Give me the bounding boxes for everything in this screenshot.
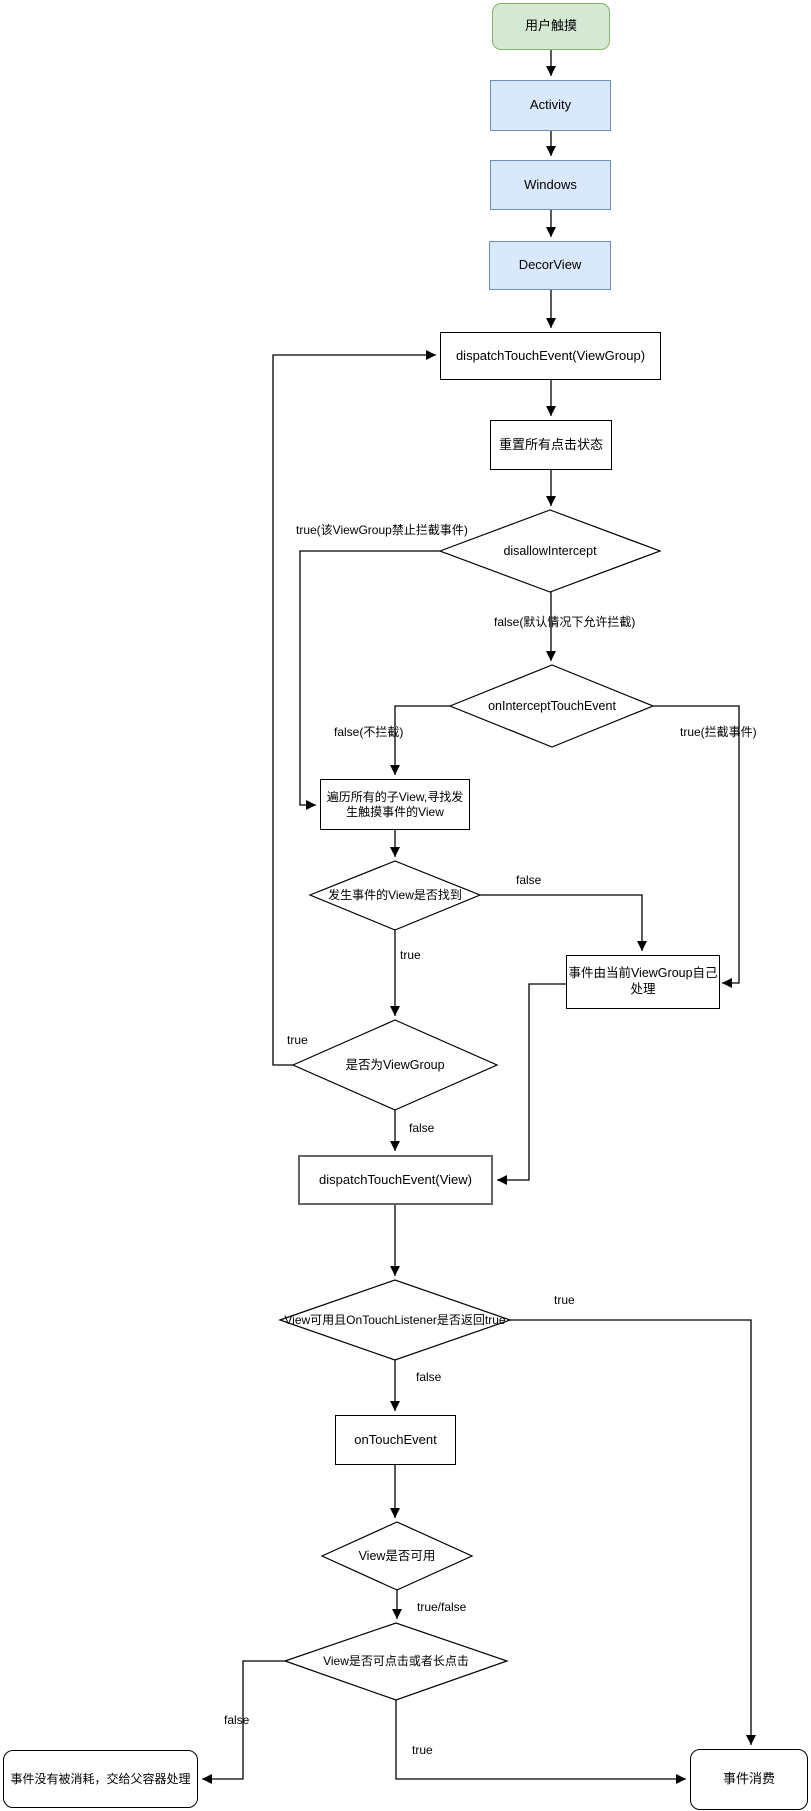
node-event-consumed: 事件消费 — [690, 1749, 808, 1810]
edge-label-intercept-false: false(不拦截) — [334, 725, 404, 739]
label-view-found: 发生事件的View是否找到 — [328, 888, 462, 902]
edge-viewfound-false-selfhandle — [480, 894, 647, 951]
node-dispatch-touch-event-view: dispatchTouchEvent(View) — [298, 1155, 493, 1205]
shape-is-viewgroup — [291, 1019, 499, 1111]
shape-disallow-intercept — [438, 509, 662, 593]
edge-onintercept-true-selfhandle — [653, 705, 740, 988]
edge-label-clickable-true: true — [412, 1743, 433, 1757]
edge-label-disallow-false: false(默认情况下允许拦截) — [494, 615, 636, 629]
edge-listener-true-consumed — [510, 1319, 756, 1745]
edge-clickable-false-notconsumed — [202, 1660, 285, 1784]
shape-view-clickable — [283, 1622, 509, 1701]
node-dispatch-touch-event-viewgroup: dispatchTouchEvent(ViewGroup) — [440, 332, 661, 380]
node-on-touch-event: onTouchEvent — [335, 1415, 456, 1465]
node-event-not-consumed: 事件没有被消耗，交给父容器处理 — [3, 1750, 198, 1808]
label-disallow-intercept: disallowIntercept — [503, 544, 597, 558]
label-is-viewgroup: 是否为ViewGroup — [345, 1058, 445, 1072]
node-reset-click-state: 重置所有点击状态 — [490, 420, 612, 470]
label-view-enabled: View是否可用 — [358, 1549, 436, 1563]
shape-on-intercept-touch-event — [448, 664, 655, 748]
edge-label-found-true: true — [400, 948, 421, 962]
label-view-clickable: View是否可点击或者长点击 — [323, 1654, 469, 1668]
edge-label-found-false: false — [516, 873, 542, 887]
edge-label-clickable-false: false — [224, 1713, 250, 1727]
edge-label-intercept-true: true(拦截事件) — [680, 725, 757, 739]
edge-label-listener-true: true — [554, 1293, 575, 1307]
node-windows: Windows — [490, 160, 611, 210]
edge-label-disallow-true: true(该ViewGroup禁止拦截事件) — [296, 523, 468, 537]
node-user-touch: 用户触摸 — [492, 3, 610, 50]
node-decorview: DecorView — [489, 241, 611, 290]
edge-disallow-true-traverse — [299, 550, 440, 810]
shape-listener-returns-true — [278, 1279, 512, 1361]
node-traverse-child-views: 遍历所有的子View,寻找发 生触摸事件的View — [320, 779, 470, 830]
edge-label-isviewgroup-false: false — [409, 1121, 435, 1135]
edge-onintercept-false-traverse — [390, 705, 450, 775]
shape-view-enabled — [320, 1521, 474, 1591]
edge-label-listener-false: false — [416, 1370, 442, 1384]
label-on-intercept-touch-event: onInterceptTouchEvent — [488, 699, 616, 713]
shape-view-found — [308, 860, 482, 931]
edge-isviewgroup-true-dispatchvg — [272, 350, 436, 1066]
node-activity: Activity — [490, 80, 611, 131]
edge-clickable-true-consumed — [395, 1700, 686, 1784]
edge-selfhandle-dispatchview — [497, 983, 566, 1185]
node-viewgroup-self-handle: 事件由当前ViewGroup自己 处理 — [566, 955, 720, 1009]
edge-label-isviewgroup-true: true — [287, 1033, 308, 1047]
edge-label-enabled-result: true/false — [417, 1600, 467, 1614]
label-listener-returns-true: View可用且OnTouchListener是否返回true — [284, 1313, 506, 1327]
